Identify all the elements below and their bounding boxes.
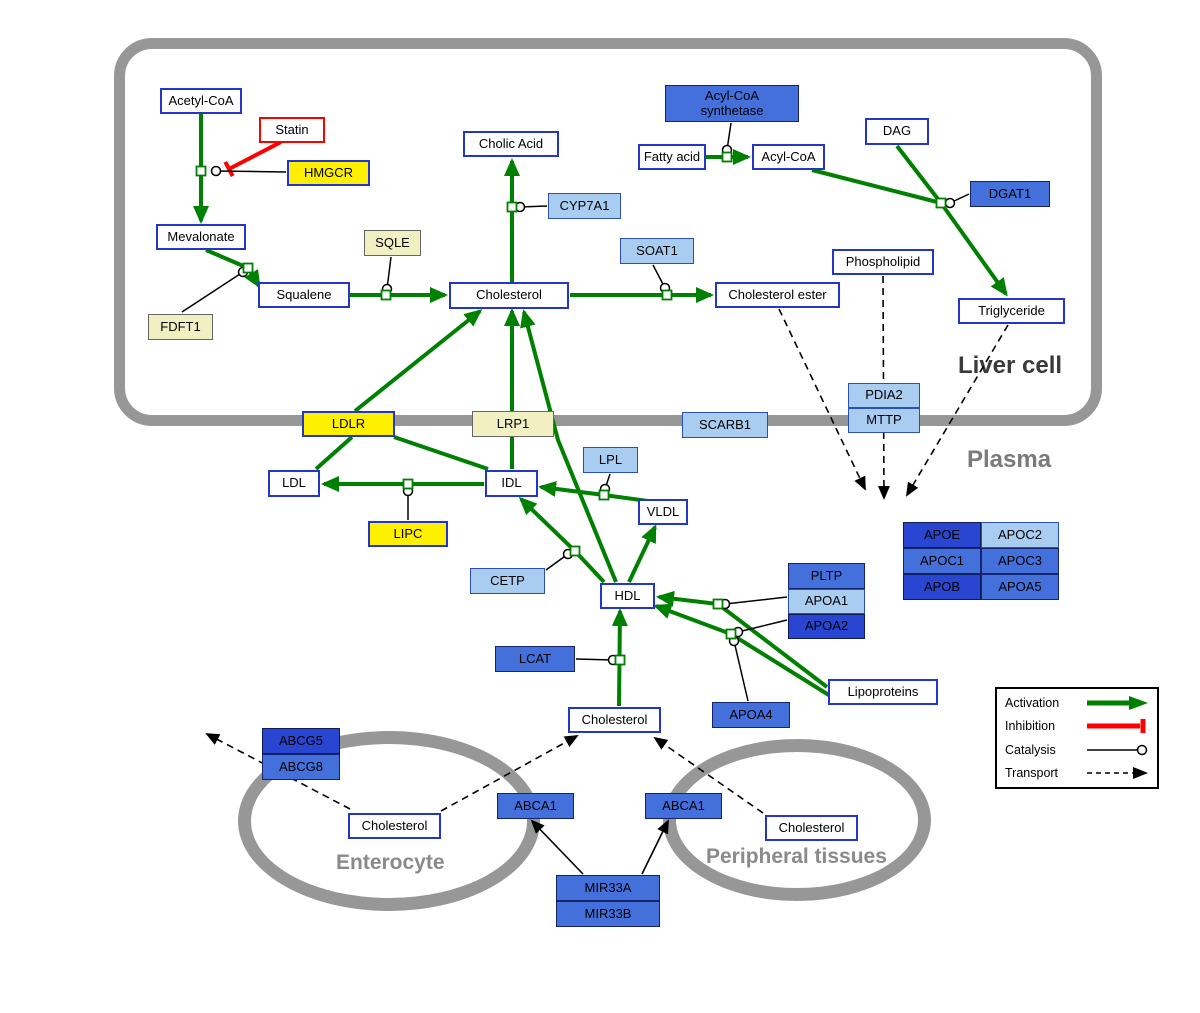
inhibition-bar-icon — [1087, 719, 1146, 734]
node-triglyceride[interactable]: Triglyceride — [958, 298, 1065, 324]
legend-row-transport: Transport — [1005, 762, 1149, 784]
node-cetp[interactable]: CETP — [470, 568, 545, 594]
node-apoc2[interactable]: APOC2 — [981, 522, 1059, 548]
peripheral-tissues-label: Peripheral tissues — [706, 845, 887, 868]
node-sqle[interactable]: SQLE — [364, 230, 421, 256]
node-apoc1[interactable]: APOC1 — [903, 548, 981, 574]
node-soat1[interactable]: SOAT1 — [620, 238, 694, 264]
legend-row-activation: Activation — [1005, 692, 1149, 714]
catalysis-circle-icon — [1087, 744, 1148, 755]
transport-dashed-arrow-icon — [1087, 766, 1148, 779]
node-mevalonate[interactable]: Mevalonate — [156, 224, 246, 250]
node-apoe[interactable]: APOE — [903, 522, 981, 548]
node-lpl[interactable]: LPL — [583, 447, 638, 473]
node-abcg5[interactable]: ABCG5 — [262, 728, 340, 754]
node-ldlr[interactable]: LDLR — [302, 411, 395, 437]
legend-label-catalysis: Catalysis — [1005, 742, 1056, 757]
node-squalene[interactable]: Squalene — [258, 282, 350, 308]
node-apoa5[interactable]: APOA5 — [981, 574, 1059, 600]
node-cholesterol_enterocyte[interactable]: Cholesterol — [348, 813, 441, 839]
node-pltp[interactable]: PLTP — [788, 563, 865, 589]
node-cholesterol_liver[interactable]: Cholesterol — [449, 282, 569, 309]
node-lrp1[interactable]: LRP1 — [472, 411, 554, 437]
node-cholesterol_peripheral[interactable]: Cholesterol — [765, 815, 858, 841]
legend-label-inhibition: Inhibition — [1005, 719, 1056, 734]
node-hdl[interactable]: HDL — [600, 583, 655, 609]
node-apob[interactable]: APOB — [903, 574, 981, 600]
node-hmgcr[interactable]: HMGCR — [287, 160, 370, 186]
legend-row-inhibition: Inhibition — [1005, 715, 1149, 737]
node-statin[interactable]: Statin — [259, 117, 325, 143]
node-dgat1[interactable]: DGAT1 — [970, 181, 1050, 207]
node-apoc3[interactable]: APOC3 — [981, 548, 1059, 574]
node-mir33b[interactable]: MIR33B — [556, 901, 660, 927]
node-scarb1[interactable]: SCARB1 — [682, 412, 768, 438]
node-fatty_acid[interactable]: Fatty acid — [638, 144, 706, 170]
node-apoa1[interactable]: APOA1 — [788, 589, 865, 614]
node-acyl_coa[interactable]: Acyl-CoA — [752, 144, 825, 170]
node-abca1_enterocyte[interactable]: ABCA1 — [497, 793, 574, 819]
legend: Activation Inhibition Catalysis Transpor… — [995, 687, 1159, 789]
node-acetyl_coa[interactable]: Acetyl-CoA — [160, 88, 242, 114]
node-pdia2[interactable]: PDIA2 — [848, 383, 920, 408]
node-vldl[interactable]: VLDL — [638, 499, 688, 525]
legend-label-activation: Activation — [1005, 696, 1060, 711]
node-idl[interactable]: IDL — [485, 470, 538, 497]
legend-label-transport: Transport — [1005, 765, 1059, 780]
node-cholesterol_ester[interactable]: Cholesterol ester — [715, 282, 840, 308]
node-lcat[interactable]: LCAT — [495, 646, 575, 672]
node-apoa4[interactable]: APOA4 — [712, 702, 790, 728]
node-ldl[interactable]: LDL — [268, 470, 320, 497]
node-cholic_acid[interactable]: Cholic Acid — [463, 131, 559, 157]
legend-row-catalysis: Catalysis — [1005, 739, 1149, 761]
node-fdft1[interactable]: FDFT1 — [148, 314, 213, 340]
node-dag[interactable]: DAG — [865, 118, 929, 145]
node-cyp7a1[interactable]: CYP7A1 — [548, 193, 621, 219]
node-lipc[interactable]: LIPC — [368, 521, 448, 547]
node-abca1_peripheral[interactable]: ABCA1 — [645, 793, 722, 819]
node-acyl_coa_synthetase[interactable]: Acyl-CoA synthetase — [665, 85, 799, 122]
node-mir33a[interactable]: MIR33A — [556, 875, 660, 901]
enterocyte-label: Enterocyte — [336, 851, 445, 874]
activation-arrow-icon — [1087, 696, 1148, 711]
node-phospholipid[interactable]: Phospholipid — [832, 249, 934, 275]
node-lipoproteins[interactable]: Lipoproteins — [828, 679, 938, 705]
node-mttp[interactable]: MTTP — [848, 408, 920, 433]
node-cholesterol_plasma[interactable]: Cholesterol — [568, 707, 661, 733]
node-apoa2[interactable]: APOA2 — [788, 614, 865, 639]
node-abcg8[interactable]: ABCG8 — [262, 754, 340, 780]
